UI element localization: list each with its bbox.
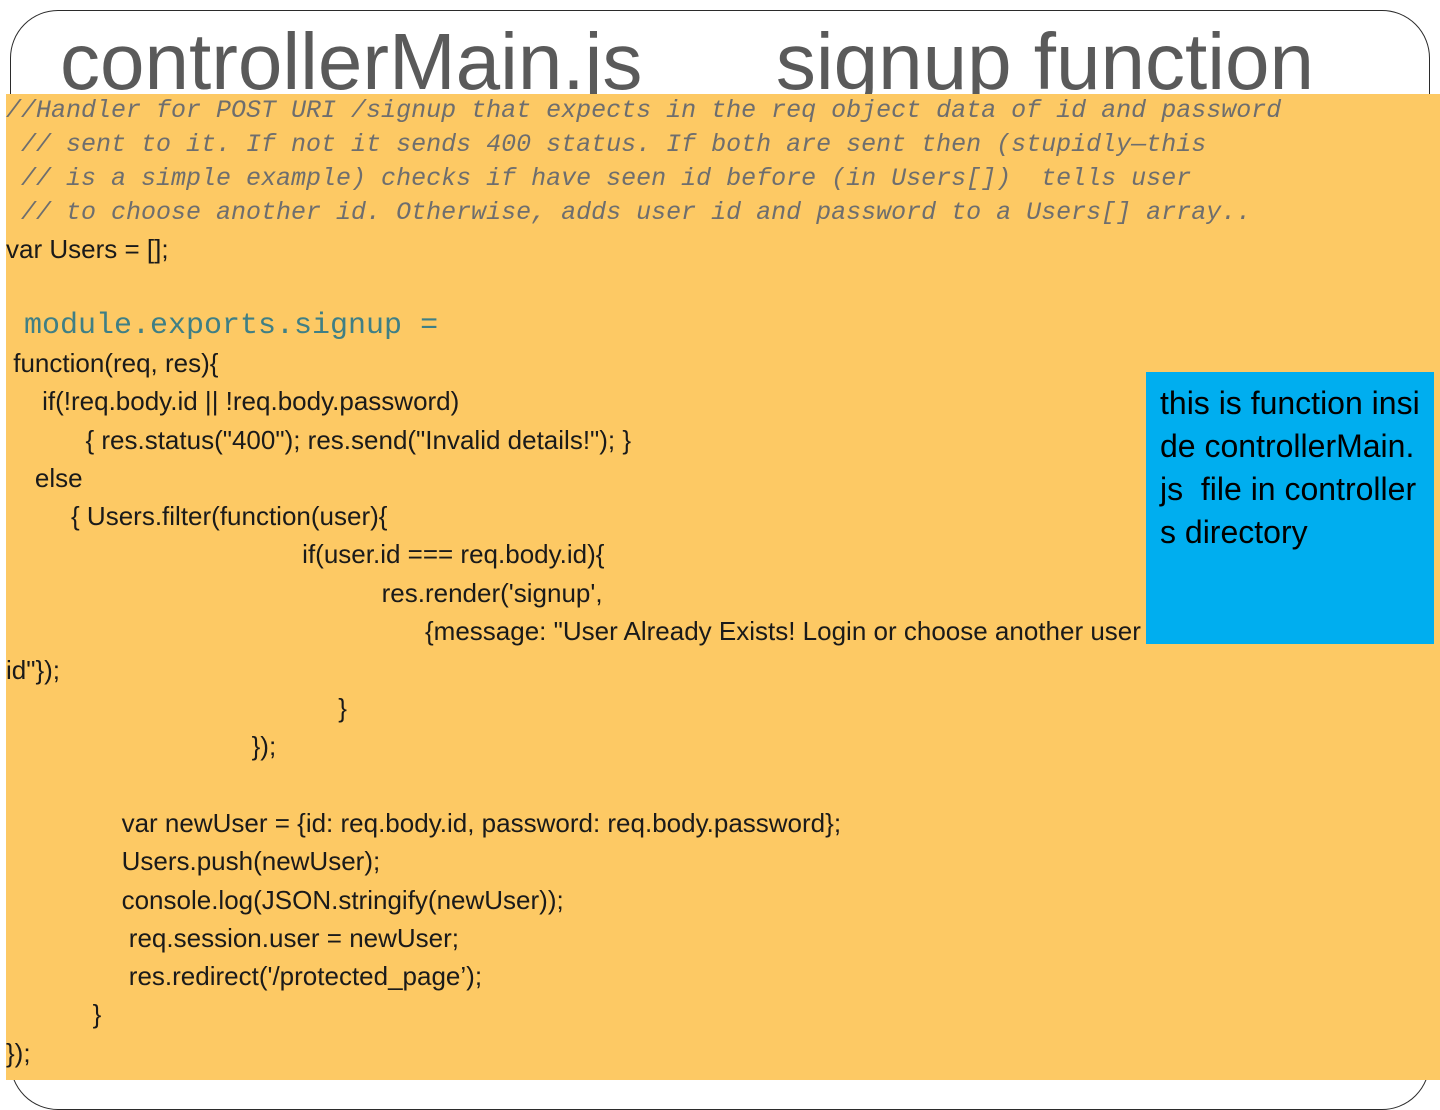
- callout-note: this is function inside controllerMain.j…: [1146, 372, 1434, 644]
- code-line: { Users.filter(function(user){: [6, 501, 388, 531]
- code-line: }: [6, 999, 102, 1029]
- code-line: res.render('signup',: [6, 578, 603, 608]
- code-line: function(req, res){: [6, 348, 219, 378]
- code-comment-line: // sent to it. If not it sends 400 statu…: [6, 130, 1207, 159]
- code-line: {message: "User Already Exists! Login or…: [6, 616, 1141, 646]
- code-line: });: [6, 1038, 31, 1068]
- code-comment-line: // is a simple example) checks if have s…: [6, 164, 1192, 193]
- code-line: if(!req.body.id || !req.body.password): [6, 386, 460, 416]
- code-comment-line: //Handler for POST URI /signup that expe…: [6, 96, 1282, 125]
- code-line: });: [6, 731, 277, 761]
- code-line: if(user.id === req.body.id){: [6, 539, 605, 569]
- code-comment-line: // to choose another id. Otherwise, adds…: [6, 198, 1252, 227]
- code-line: else: [6, 463, 83, 493]
- code-line: res.redirect('/protected_page’);: [6, 961, 483, 991]
- code-line: req.session.user = newUser;: [6, 923, 460, 953]
- code-line: }: [6, 693, 347, 723]
- code-line-users-declaration: var Users = [];: [6, 234, 169, 264]
- code-line: var newUser = {id: req.body.id, password…: [6, 808, 842, 838]
- code-line: { res.status("400"); res.send("Invalid d…: [6, 425, 632, 455]
- slide-title: controllerMain.js _ signup function: [60, 17, 1314, 106]
- code-line-module-exports: module.exports.signup =: [6, 309, 439, 343]
- code-line: console.log(JSON.stringify(newUser));: [6, 885, 564, 915]
- code-line: id"});: [6, 655, 61, 685]
- code-line: Users.push(newUser);: [6, 846, 381, 876]
